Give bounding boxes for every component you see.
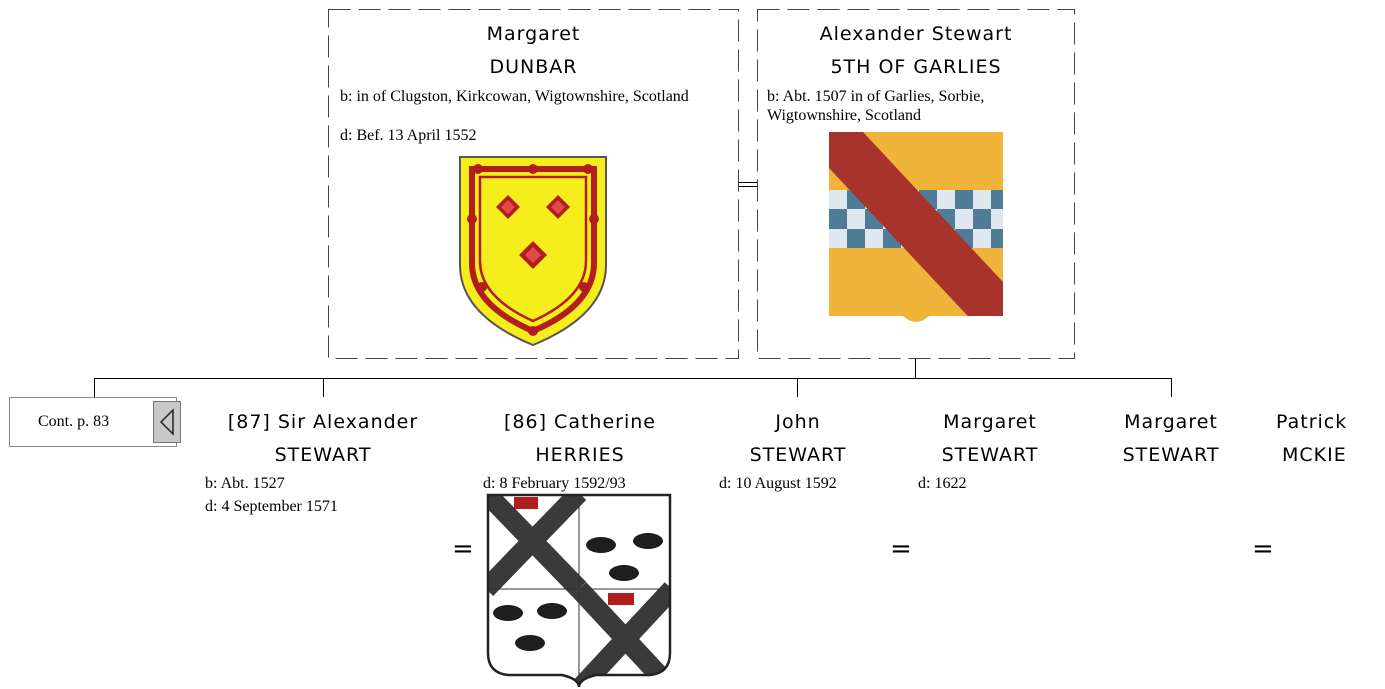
child-drop-continuation <box>94 378 95 397</box>
continuation-box[interactable]: Cont. p. 83 <box>9 397 177 447</box>
continuation-label: Cont. p. 83 <box>38 413 109 431</box>
parent-death: d: Bef. 13 April 1552 <box>340 126 735 145</box>
child-death: d: 10 August 1592 <box>719 474 837 493</box>
parent-birth: b: Abt. 1507 in of Garlies, Sorbie, Wigt… <box>767 87 987 125</box>
parent-birth: b: in of Clugston, Kirkcowan, Wigtownshi… <box>340 87 735 106</box>
marriage-symbol: = <box>890 536 912 562</box>
spouse-name-surname: MCKIE <box>1282 443 1385 467</box>
child-name-surname: HERRIES <box>470 443 690 467</box>
parent-drop-line <box>915 359 916 378</box>
parent-name-first: Alexander Stewart <box>757 22 1075 46</box>
spouse-connector-bottom <box>739 186 758 187</box>
child-name-surname: STEWART <box>710 443 886 467</box>
dunbar-arms-icon <box>458 155 608 347</box>
spouse-name-first: Patrick <box>1276 410 1385 434</box>
child-name-surname: STEWART <box>1088 443 1254 467</box>
herries-arms-icon <box>486 493 672 689</box>
stewart-garlies-arms-icon <box>829 132 1003 328</box>
triangle-left-icon[interactable] <box>153 401 181 443</box>
child-drop-john <box>797 378 798 397</box>
marriage-symbol: = <box>1252 536 1274 562</box>
child-death: d: 4 September 1571 <box>205 497 338 516</box>
child-name-first: Margaret <box>1088 410 1254 434</box>
parent-name-surname: DUNBAR <box>328 55 739 79</box>
child-drop-alexander <box>323 378 324 397</box>
child-name-first: John <box>710 410 886 434</box>
parent-name-title: 5TH OF GARLIES <box>757 55 1075 79</box>
parent-box-margaret-dunbar: Margaret DUNBAR b: in of Clugston, Kirkc… <box>328 9 739 359</box>
child-death: d: 1622 <box>918 474 966 493</box>
child-death: d: 8 February 1592/93 <box>483 474 626 493</box>
spouse-connector-top <box>739 182 758 183</box>
parent-box-alexander-stewart: Alexander Stewart 5TH OF GARLIES b: Abt.… <box>757 9 1075 359</box>
parent-name-first: Margaret <box>328 22 739 46</box>
child-name-first: Margaret <box>905 410 1075 434</box>
child-birth: b: Abt. 1527 <box>205 474 285 493</box>
child-name-surname: STEWART <box>200 443 446 467</box>
child-name-first: [87] Sir Alexander <box>200 410 446 434</box>
child-name-first: [86] Catherine <box>470 410 690 434</box>
marriage-symbol: = <box>452 536 474 562</box>
child-drop-margaret <box>1171 378 1172 397</box>
children-horizontal-line <box>94 378 1172 379</box>
child-name-surname: STEWART <box>905 443 1075 467</box>
